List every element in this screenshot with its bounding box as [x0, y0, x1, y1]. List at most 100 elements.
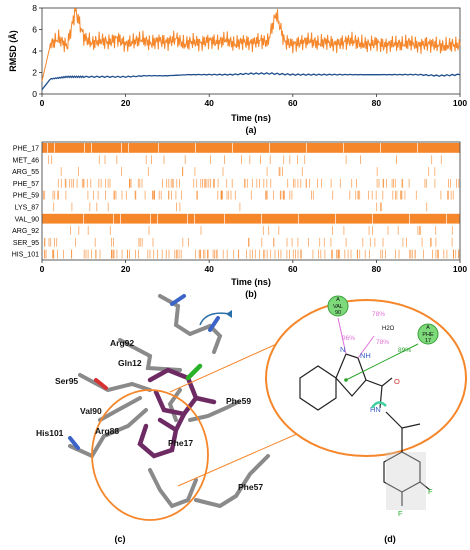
contact-gap: [120, 213, 121, 224]
contact-row-lys_87: [53, 202, 428, 212]
contact-row-phe_57: [57, 178, 460, 188]
contact-tick: [417, 226, 419, 235]
contact-tick: [448, 178, 449, 188]
rmsd-xlabel: Time (ns): [231, 113, 271, 123]
contact-tick: [283, 190, 284, 200]
contact-tick: [337, 249, 339, 259]
contact-tick: [158, 190, 160, 200]
residue-label-his101: His101: [36, 428, 64, 438]
contact-tick: [266, 190, 268, 200]
contact-tick: [105, 178, 106, 188]
contact-tick: [380, 202, 381, 212]
contact-tick: [435, 226, 437, 235]
contact-tick: [244, 178, 245, 188]
contact-tick: [233, 249, 235, 259]
contact-tick: [400, 190, 402, 200]
contact-tick: [78, 167, 79, 176]
contact-gap: [157, 213, 158, 224]
atom-label-f: F: [398, 509, 403, 518]
contact-tick: [402, 178, 404, 188]
val90-percent: 96%: [342, 335, 355, 342]
arg92-stick: [158, 294, 223, 354]
contact-tick: [57, 190, 59, 200]
contact-tick: [455, 249, 457, 259]
contact-tick: [181, 190, 182, 200]
contact-tick: [266, 167, 268, 176]
contact-tick: [321, 178, 322, 188]
contact-tick: [129, 249, 130, 259]
contact-tick: [453, 249, 454, 259]
contact-row-label: PHE_17: [13, 145, 39, 152]
contact-tick: [332, 249, 333, 259]
contact-tick: [385, 249, 386, 259]
rmsd-ligand-line: [41, 7, 461, 82]
contact-tick: [446, 249, 448, 259]
contact-tick: [398, 249, 400, 259]
panel-label-b: (b): [245, 289, 257, 299]
residue-label-phe17: Phe17: [168, 438, 193, 448]
contact-tick: [420, 226, 422, 235]
contact-tick: [332, 226, 333, 235]
contact-tick: [289, 190, 291, 200]
contact-tick: [83, 178, 85, 188]
contact-tick: [63, 249, 64, 259]
contact-tick: [317, 178, 318, 188]
contact-tick: [104, 155, 106, 165]
contact-tick: [222, 190, 223, 200]
panel-label-d: (d): [384, 534, 396, 544]
conformation-arrow-head: [226, 310, 232, 318]
contact-tick: [141, 178, 143, 188]
arg92-nitrogen-2: [208, 316, 220, 332]
contact-tick: [148, 226, 150, 235]
contact-tick: [382, 237, 384, 247]
contact-tick: [375, 190, 377, 200]
contact-tick: [114, 190, 116, 200]
phe17-chain: A: [426, 325, 430, 331]
contact-row-label: ARG_92: [12, 228, 39, 235]
contact-tick: [246, 178, 248, 188]
rmsd-xtick-label: 80: [372, 98, 382, 108]
contact-gap: [232, 143, 233, 153]
contact-tick: [430, 237, 432, 247]
contact-tick: [360, 155, 361, 165]
methyl-bond: [401, 423, 421, 429]
pipi-centroid: [344, 378, 348, 382]
contact-tick: [293, 178, 294, 188]
contact-timeline: PHE_17MET_46ARG_55PHE_57PHE_59LYS_87VAL_…: [12, 141, 467, 299]
phe17-percent: 89%: [398, 347, 411, 354]
contact-tick: [291, 190, 293, 200]
contact-tick: [203, 178, 205, 188]
contact-tick: [440, 190, 442, 200]
contact-tick: [409, 249, 411, 259]
contact-row-val_90: [42, 213, 460, 224]
contact-tick: [259, 249, 260, 259]
contact-tick: [351, 178, 353, 188]
contact-tick: [139, 237, 141, 247]
contact-tick: [264, 249, 266, 259]
contact-tick: [129, 178, 131, 188]
contact-tick: [395, 249, 396, 259]
contact-tick: [410, 249, 412, 259]
contact-tick: [300, 249, 302, 259]
contact-tick: [376, 167, 378, 176]
contact-tick: [135, 249, 136, 259]
contact-gap: [446, 213, 447, 224]
contact-tick: [320, 249, 322, 259]
atom-label-nh: NH: [360, 351, 371, 360]
contact-tick: [43, 190, 44, 200]
contact-tick: [52, 190, 54, 200]
val90-name: VAL: [333, 304, 343, 310]
contact-tick: [70, 226, 71, 235]
contact-gap: [113, 213, 114, 224]
contact-tick: [349, 190, 351, 200]
contact-tick: [284, 190, 285, 200]
residue-label-phe59: Phe59: [226, 396, 251, 406]
contact-tick: [359, 190, 361, 200]
contact-tick: [347, 249, 349, 259]
contact-tick: [210, 155, 211, 165]
contact-tick: [434, 178, 436, 188]
contact-tick: [44, 249, 46, 259]
contact-tick: [396, 155, 397, 165]
contact-tick: [297, 178, 299, 188]
contact-tick: [121, 190, 123, 200]
